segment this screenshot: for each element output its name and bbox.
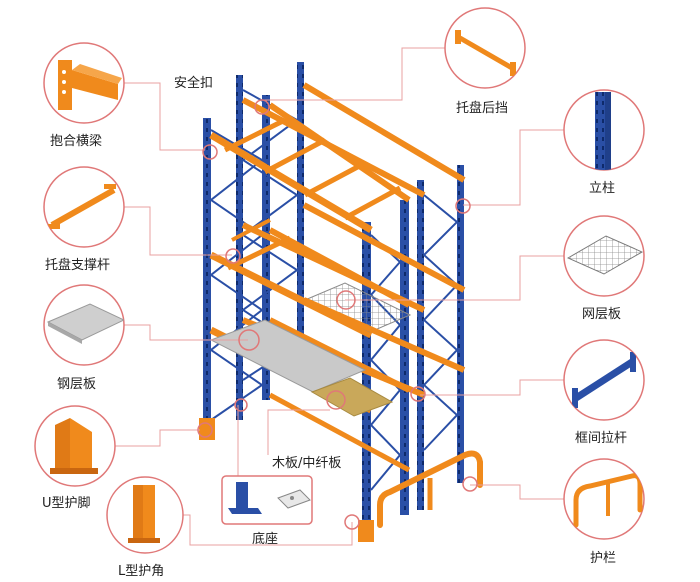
top-support-1 bbox=[223, 117, 287, 153]
beam-low-3 bbox=[268, 317, 411, 393]
label-wood-deck: 木板/中纤板 bbox=[272, 456, 342, 471]
upright-back-right-1 bbox=[417, 180, 424, 510]
beam-top-3 bbox=[268, 102, 411, 203]
support-mid-2 bbox=[231, 218, 271, 242]
base-plate-icon bbox=[221, 475, 313, 525]
beam-mid-3 bbox=[268, 227, 411, 308]
pallet-support-bar-icon bbox=[43, 166, 125, 248]
upright-front-left-1 bbox=[203, 118, 211, 436]
beam-low-4 bbox=[302, 297, 466, 373]
frame-bracing-right-back bbox=[422, 194, 459, 451]
upright-back-right-2 bbox=[457, 165, 464, 483]
guard-rail-shape bbox=[377, 450, 483, 528]
top-support-4 bbox=[343, 185, 402, 221]
support-mid-1 bbox=[226, 235, 292, 271]
upright-back-left-1 bbox=[236, 75, 243, 420]
wire-deck-icon bbox=[563, 215, 645, 297]
label-guard-rail: 护栏 bbox=[590, 551, 617, 566]
l-guard-shape bbox=[358, 520, 374, 542]
hug-beam-icon bbox=[43, 42, 125, 124]
beam-top-1 bbox=[209, 131, 373, 234]
steel-deck-panel bbox=[209, 319, 367, 393]
l-guard-icon bbox=[106, 476, 184, 554]
beam-ground bbox=[268, 392, 411, 473]
frame-bracing-left bbox=[209, 129, 264, 421]
label-pallet-stop: 托盘后挡 bbox=[456, 101, 509, 116]
label-safety-pin: 安全扣 bbox=[174, 76, 214, 91]
label-wire-deck: 网层板 bbox=[582, 307, 622, 322]
label-base-plate: 底座 bbox=[252, 532, 279, 547]
label-pallet-support: 托盘支撑杆 bbox=[45, 258, 111, 273]
upright-back-left-2 bbox=[297, 62, 304, 382]
callout-lines bbox=[115, 47, 564, 546]
u-guard-icon bbox=[34, 405, 116, 487]
frame-brace-icon bbox=[563, 339, 645, 421]
steel-deck-icon bbox=[43, 284, 125, 366]
rack-structure bbox=[199, 62, 483, 542]
label-steel-deck: 钢层板 bbox=[57, 377, 97, 392]
rack-hotspots bbox=[197, 99, 478, 530]
pallet-stop-icon bbox=[444, 7, 526, 89]
label-hug-beam: 抱合横梁 bbox=[50, 134, 103, 149]
upright-column-icon bbox=[563, 89, 645, 171]
label-l-guard: L型护角 bbox=[118, 564, 165, 579]
upright-front-right-1 bbox=[362, 222, 371, 540]
guard-rail-icon bbox=[563, 458, 645, 540]
beam-top-4 bbox=[302, 82, 466, 183]
top-support-3 bbox=[303, 160, 367, 198]
upright-front-right-2 bbox=[400, 200, 409, 515]
beam-mid-1 bbox=[209, 251, 373, 339]
label-u-guard: U型护脚 bbox=[42, 496, 91, 511]
top-support-2 bbox=[263, 137, 327, 175]
frame-bracing-right bbox=[369, 234, 402, 491]
beam-mid-4 bbox=[302, 202, 466, 293]
label-upright: 立柱 bbox=[589, 181, 616, 196]
label-frame-brace: 框间拉杆 bbox=[575, 431, 628, 446]
